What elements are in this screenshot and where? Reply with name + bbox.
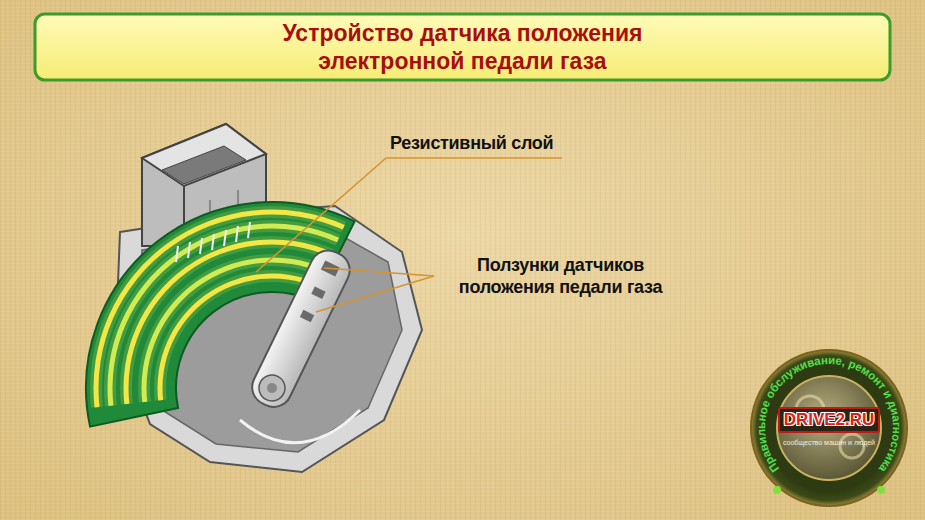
title-banner — [35, 14, 890, 80]
resistive-track — [108, 224, 340, 406]
logo-badge — [751, 350, 907, 506]
connector-pins — [176, 222, 250, 262]
logo-ring-text: Правильное обслуживание, ремонт и диагно… — [755, 354, 903, 475]
part-label: Ползунки датчиков положения педали газа — [438, 254, 683, 298]
track-glow — [104, 220, 341, 406]
logo-subtext: сообщество машин и людей — [783, 438, 875, 447]
title: Устройство датчика положения электронной… — [213, 19, 713, 75]
part-label: Резистивный слой — [390, 132, 553, 154]
logo-text: DRIVE2.RU — [778, 407, 881, 433]
